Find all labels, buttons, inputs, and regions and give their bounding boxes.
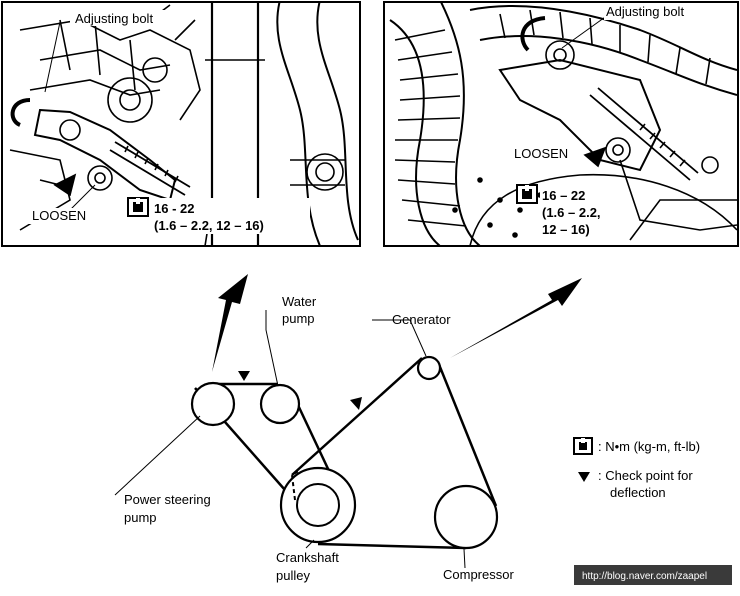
compressor-leader (463, 548, 466, 569)
right-torque-conversion-2: 12 – 16) (542, 222, 590, 237)
right-inset-panel: Adjusting bolt LOOSEN 16 – 22 (1.6 – 2.2… (383, 1, 739, 247)
right-torque-wrench-icon (516, 184, 538, 204)
crankshaft-label-2: pulley (276, 568, 310, 583)
legend: : N•m (kg-m, ft-lb) : Check point for de… (573, 437, 700, 500)
left-adjusting-bolt-leader (44, 21, 61, 93)
watermark: http://blog.naver.com/zaapel (574, 565, 732, 585)
generator-pulley (416, 355, 442, 381)
left-loosen-leader (69, 184, 96, 211)
legend-check-point-icon (578, 472, 590, 482)
right-torque-value: 16 – 22 (542, 188, 585, 203)
left-torque-wrench-icon (127, 197, 149, 217)
left-torque-conversion: (1.6 – 2.2, 12 – 16) (154, 218, 264, 233)
generator-label: Generator (392, 312, 451, 327)
legend-check-point-2: deflection (610, 485, 666, 500)
pull-direction-arrow-left (212, 274, 248, 372)
water-pump-leader (265, 310, 279, 387)
left-adjusting-bolt-label: Adjusting bolt (75, 11, 153, 26)
right-torque-conversion-1: (1.6 – 2.2, (542, 205, 601, 220)
pull-direction-arrow-right (450, 278, 582, 358)
left-inset-panel: Adjusting bolt LOOSEN 16 - 22 (1.6 – 2.2… (1, 1, 361, 247)
generator-leader (372, 319, 427, 357)
water-pump-label-2: pump (282, 311, 315, 326)
check-point-marker-top (238, 371, 250, 381)
check-point-marker-middle (350, 397, 362, 410)
power-steering-pump-pulley (190, 381, 236, 427)
right-loosen-label: LOOSEN (514, 146, 568, 161)
legend-torque-wrench-icon (573, 437, 593, 455)
water-pump-pulley (259, 383, 301, 425)
left-loosen-label: LOOSEN (32, 208, 86, 223)
legend-check-point-1: : Check point for (598, 468, 693, 483)
crankshaft-leader (305, 539, 315, 549)
right-adjusting-bolt-leader (561, 14, 609, 49)
water-pump-label-1: Water (282, 294, 317, 309)
compressor-label: Compressor (443, 567, 514, 582)
crankshaft-pulley-inner (296, 483, 340, 527)
right-adjusting-bolt-label: Adjusting bolt (606, 4, 684, 19)
left-torque-value: 16 - 22 (154, 201, 194, 216)
power-steering-leader (114, 415, 201, 496)
power-steering-label-2: pump (124, 510, 157, 525)
belt-routing-diagram: Water pump Generator Power steering pump… (114, 274, 582, 583)
legend-torque-unit: : N•m (kg-m, ft-lb) (598, 439, 700, 454)
power-steering-label-1: Power steering (124, 492, 211, 507)
crankshaft-label-1: Crankshaft (276, 550, 339, 565)
compressor-pulley (433, 484, 499, 550)
right-inset-drawing (389, 3, 737, 245)
watermark-url: http://blog.naver.com/zaapel (582, 571, 707, 582)
